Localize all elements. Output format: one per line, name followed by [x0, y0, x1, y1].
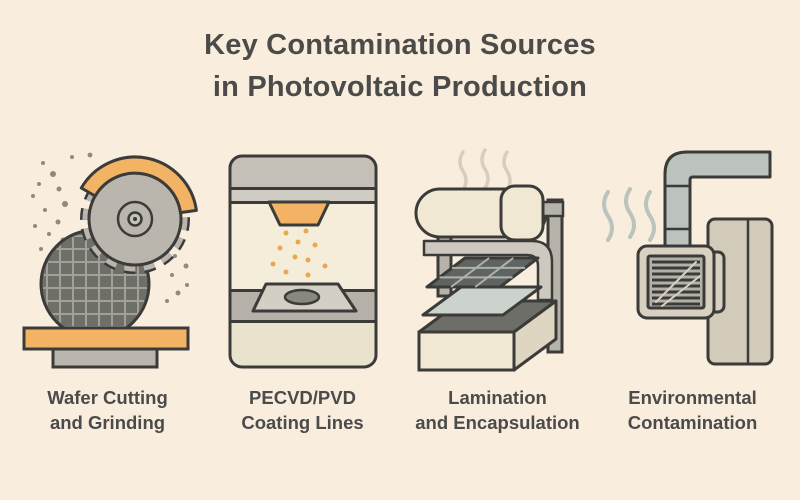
- page-title: Key Contamination Sources in Photovoltai…: [10, 24, 790, 108]
- roller-end-cap: [499, 184, 544, 242]
- table-base: [51, 346, 159, 369]
- solar-panel-layer: [427, 258, 538, 287]
- blade-guard: [79, 155, 198, 215]
- deposition-nozzle: [267, 200, 330, 227]
- heat-waves-icon: [457, 148, 512, 192]
- dust-particles: [31, 152, 189, 304]
- exhaust-duct: [663, 150, 771, 252]
- duct-segment-lines: [664, 184, 690, 231]
- substrate: [283, 288, 320, 306]
- title-line-2: in Photovoltaic Production: [212, 71, 588, 104]
- encapsulant-layer: [421, 285, 542, 317]
- item-coating-lines: PECVD/PVD Coating Lines: [207, 134, 398, 436]
- work-table: [22, 326, 190, 351]
- chamber-body: [229, 156, 376, 368]
- caption-environmental: Environmental Contamination: [627, 387, 758, 434]
- grille-highlight-streaks: [654, 261, 701, 308]
- caption-wafer-cutting: Wafer Cutting and Grinding: [47, 387, 168, 434]
- caption-lamination: Lamination and Encapsulation: [415, 387, 580, 434]
- item-lamination: Lamination and Encapsulation: [402, 134, 593, 436]
- vent-grille: [646, 254, 705, 310]
- illustration-row: Wafer Cutting and Grinding: [0, 134, 800, 436]
- laminator-icon: [408, 148, 588, 372]
- grille-slats: [651, 260, 700, 306]
- caption-coating-lines: PECVD/PVD Coating Lines: [241, 387, 364, 434]
- item-wafer-cutting: Wafer Cutting and Grinding: [12, 134, 203, 436]
- coating-chamber-icon: [228, 154, 377, 369]
- title-line-1: Key Contamination Sources: [204, 29, 596, 61]
- item-environmental: Environmental Contamination: [597, 134, 788, 436]
- fume-waves-icon: [601, 187, 656, 243]
- chamber-outline: [228, 154, 377, 369]
- exhaust-vent-icon: [601, 150, 773, 366]
- saw-blade-wafer-icon: [22, 152, 198, 369]
- deposition-particles: [270, 228, 327, 278]
